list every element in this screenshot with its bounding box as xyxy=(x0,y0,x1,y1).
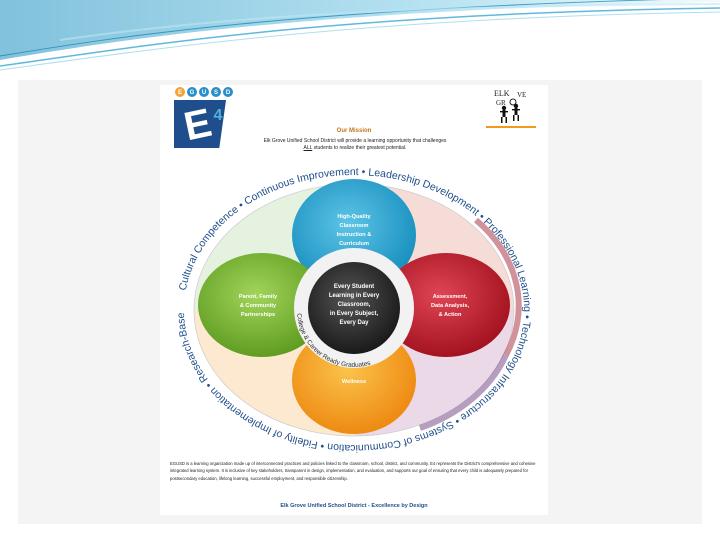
children-figures-icon xyxy=(500,103,520,123)
logo-letter-u: U xyxy=(202,90,206,96)
footer-tagline: Elk Grove Unified School District - Exce… xyxy=(280,503,428,509)
header-swoosh xyxy=(0,0,720,71)
petal-right: Assessment, Data Analysis, & Action xyxy=(382,253,510,357)
petal-left-line-2: & Community xyxy=(240,303,277,309)
logo-letter-d: D xyxy=(226,90,231,96)
petal-right-line-3: & Action xyxy=(439,312,462,318)
petal-top-line-2: Classroom xyxy=(340,223,369,229)
logo-letter-e: E xyxy=(178,90,182,96)
center-line-1: Every Student xyxy=(334,284,374,290)
mission-title: Our Mission xyxy=(336,128,372,134)
petal-top-line-4: Curriculum xyxy=(339,241,369,247)
elk-grove-logo-line1: ELK xyxy=(494,89,510,98)
mission-line-1: Elk Grove Unified School District will p… xyxy=(263,138,447,144)
footer-paragraph: EGUSD is a learning organization made up… xyxy=(170,461,536,481)
petal-left-line-1: Parent, Family xyxy=(239,294,278,300)
logo-letter-g: G xyxy=(190,90,195,96)
petal-right-line-1: Assessment, xyxy=(433,294,468,300)
petal-left: Parent, Family & Community Partnerships xyxy=(198,253,326,357)
petal-top-line-3: Instruction & xyxy=(337,232,372,238)
logo-superscript: 4 xyxy=(214,107,223,124)
center-line-5: Every Day xyxy=(339,320,369,326)
center-circle: Every Student Learning in Every Classroo… xyxy=(294,248,414,369)
petal-bottom-line-1: Wellness xyxy=(342,379,366,385)
elk-grove-logo: ELK GR VE xyxy=(486,89,536,128)
logo-letter-badges: E G U S D xyxy=(175,87,233,97)
center-line-4: in Every Subject, xyxy=(330,311,379,317)
elk-grove-logo-line2-end: VE xyxy=(517,91,526,99)
petal-right-line-2: Data Analysis, xyxy=(431,303,469,309)
mission-statement: Elk Grove Unified School District will p… xyxy=(190,138,520,152)
elk-grove-logo-line2: GR xyxy=(496,99,506,107)
e4-framework-wheel: Cultural Competence • Continuous Improve… xyxy=(160,160,533,454)
petal-left-line-3: Partnerships xyxy=(241,312,275,318)
logo-letter-s: S xyxy=(214,90,218,96)
e4-district-logo: E G U S D E 4 xyxy=(174,87,233,149)
mission-emphasis-all: ALL xyxy=(303,145,313,151)
mission-line-2: students to realize their greatest poten… xyxy=(312,145,407,151)
center-line-3: Classroom, xyxy=(338,302,371,308)
center-line-2: Learning in Every xyxy=(329,293,380,299)
petal-top-line-1: High-Quality xyxy=(337,214,371,220)
